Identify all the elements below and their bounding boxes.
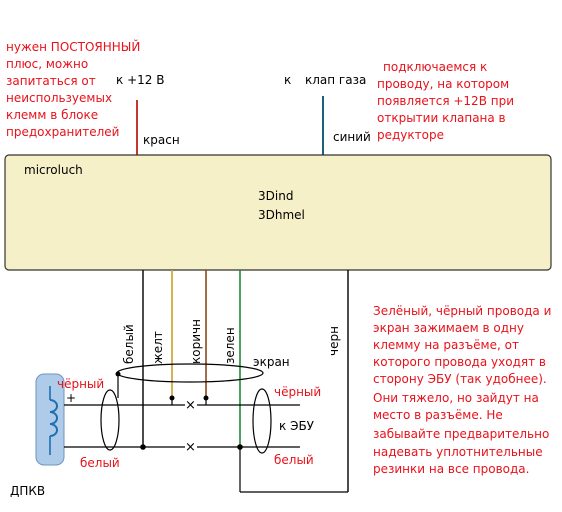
screen-label: экран	[253, 355, 290, 369]
sensor-side-shield	[100, 389, 120, 451]
right-top-note-line-3: появляется +12В при	[377, 94, 514, 108]
right-bottom-note-line-6: Они тяжело, но зайдут на	[373, 391, 539, 405]
ecu-black-label: чёрный	[274, 385, 321, 399]
cut-mark-top: ×	[185, 398, 196, 413]
sensor-plus-label: +	[66, 391, 76, 405]
dpkv-sensor	[35, 373, 65, 466]
brown-wire-label: коричн	[189, 319, 203, 364]
box-line-1: 3Dind	[258, 189, 293, 203]
right-top-note-line-2: проводу, на котором	[377, 77, 509, 91]
sensor-name-label: ДПКВ	[10, 484, 45, 498]
right-top-note-line-4: открытии клапана в	[377, 111, 506, 125]
junction-white	[140, 444, 146, 450]
right-bottom-note-line-4: которого провода уходят в	[373, 355, 546, 369]
k-label: к	[284, 73, 291, 87]
screen-shield	[116, 363, 264, 383]
green-wire-label: зелен	[223, 327, 237, 364]
left-note-line-4: неиспользуемых	[6, 91, 112, 105]
right-top-note-line-1: подключаемся к	[383, 60, 487, 74]
microluch-box	[4, 154, 552, 271]
red-wire-label: красн	[143, 133, 180, 147]
plus12-label: к +12 В	[116, 73, 164, 87]
blue-wire-label: синий	[333, 130, 371, 144]
right-top-note-line-5: редукторе	[377, 128, 444, 142]
right-bottom-note-line-7: место в разъёме. Не	[373, 408, 503, 422]
coil-icon	[49, 399, 58, 437]
box-line-2: 3Dhmel	[258, 208, 305, 222]
right-bottom-note-line-5: сторону ЭБУ (так удобнее).	[373, 372, 547, 386]
cut-mark-bottom: ×	[185, 440, 196, 455]
left-note-line-2: плюс, можно	[6, 57, 88, 71]
left-note-line-5: клемм в блоке	[6, 108, 98, 122]
right-bottom-note-line-3: клемму на разъёме, от	[373, 338, 519, 352]
right-bottom-note-line-10: резинки на все провода.	[373, 462, 529, 476]
left-note-line-3: запитаться от	[6, 74, 96, 88]
right-bottom-note-line-2: экран зажимаем в одну	[373, 321, 524, 335]
right-bottom-note-line-1: Зелёный, чёрный провода и	[373, 304, 551, 318]
ecu-white-label: белый	[274, 453, 314, 467]
ecu-side-shield	[252, 388, 272, 454]
valve-label: клап газа	[305, 73, 366, 87]
white-wire-label: белый	[122, 324, 136, 364]
black-wire-label: черн	[327, 326, 341, 356]
to-ecu-label: к ЭБУ	[279, 419, 315, 433]
right-bottom-note-line-8: забывайте предварительно	[373, 427, 549, 441]
sensor-black-label: чёрный	[57, 377, 104, 391]
yellow-wire-label: желт	[151, 331, 165, 364]
left-note-line-1: нужен ПОСТОЯННЫЙ	[6, 39, 140, 54]
left-note-line-6: предохранителей	[6, 125, 119, 139]
box-title: microluch	[24, 163, 83, 177]
sensor-white-label: белый	[80, 456, 120, 470]
right-bottom-note-line-9: надевать уплотнительные	[373, 445, 543, 459]
